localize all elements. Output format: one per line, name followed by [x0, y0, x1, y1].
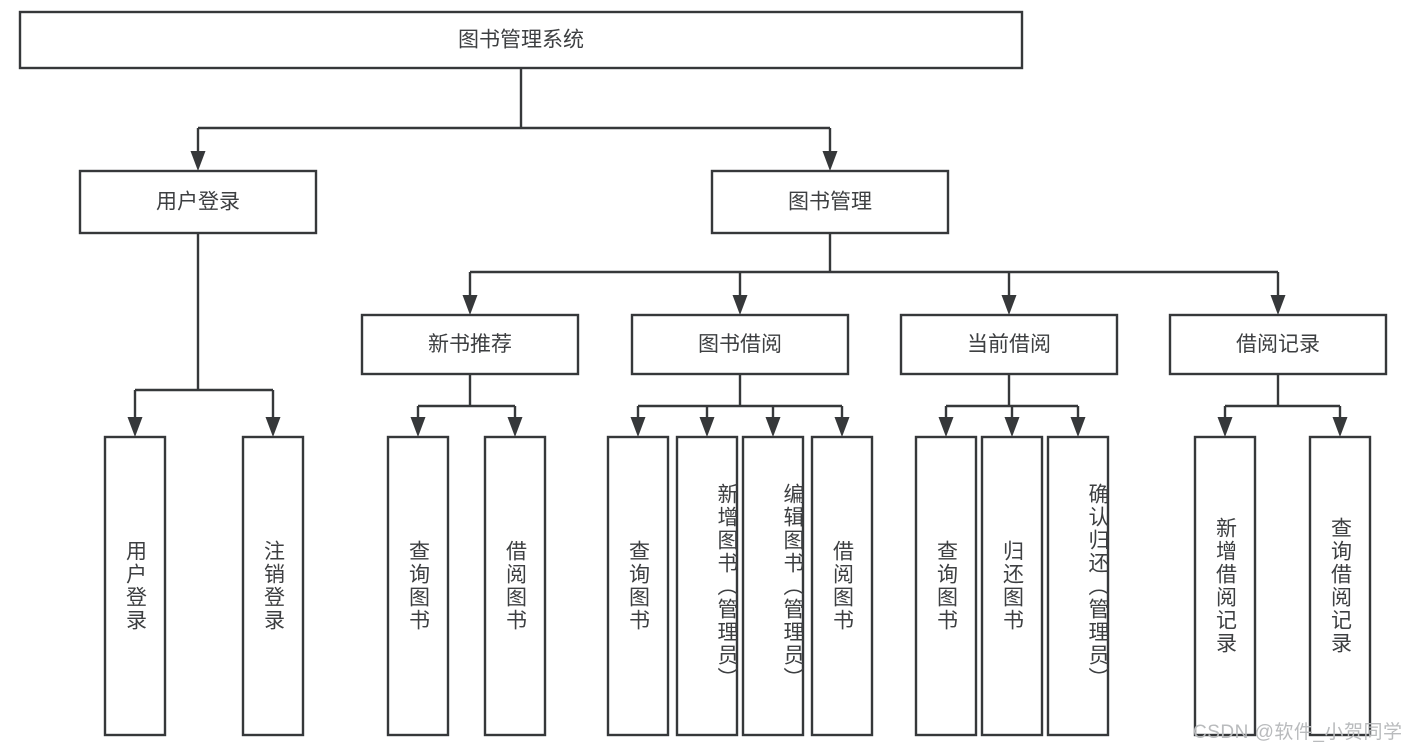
new-book-rec-arrow-1 — [507, 417, 523, 437]
node-box-current-borrow[interactable] — [899, 313, 1119, 376]
book-borrow-arrow-1 — [699, 417, 715, 437]
connector-layer — [127, 68, 1348, 437]
book-manage-arrow-1 — [732, 295, 748, 315]
new-book-rec-arrow-0 — [410, 417, 426, 437]
node-label-borrow-record: 借阅记录 — [1236, 333, 1320, 356]
node-box-leaf-borrow-book-rec[interactable] — [483, 435, 547, 737]
borrow-record-arrow-1 — [1332, 417, 1348, 437]
node-box-leaf-add-book[interactable] — [675, 435, 739, 737]
current-borrow-arrow-2 — [1070, 417, 1086, 437]
node-box-book-borrow[interactable] — [630, 313, 850, 376]
node-label-root: 图书管理系统 — [458, 29, 584, 52]
node-box-layer — [18, 10, 1388, 737]
node-box-leaf-query-book-cur[interactable] — [914, 435, 978, 737]
node-box-leaf-query-record[interactable] — [1308, 435, 1372, 737]
node-label-new-book-rec: 新书推荐 — [428, 333, 512, 356]
node-box-leaf-edit-book[interactable] — [741, 435, 805, 737]
node-box-root[interactable] — [18, 10, 1024, 70]
node-box-book-manage[interactable] — [710, 169, 950, 235]
node-box-borrow-record[interactable] — [1168, 313, 1388, 376]
node-label-user-login: 用户登录 — [156, 191, 240, 214]
node-box-leaf-logout[interactable] — [241, 435, 305, 737]
node-box-leaf-borrow-book[interactable] — [810, 435, 874, 737]
node-box-user-login[interactable] — [78, 169, 318, 235]
node-box-leaf-return-book[interactable] — [980, 435, 1044, 737]
book-borrow-arrow-0 — [630, 417, 646, 437]
node-label-book-manage: 图书管理 — [788, 191, 872, 214]
node-box-new-book-rec[interactable] — [360, 313, 580, 376]
node-label-current-borrow: 当前借阅 — [967, 333, 1051, 356]
current-borrow-arrow-0 — [938, 417, 954, 437]
user-login-arrow-0 — [127, 417, 143, 437]
book-borrow-arrow-3 — [834, 417, 850, 437]
user-login-arrow-1 — [265, 417, 281, 437]
borrow-record-arrow-0 — [1217, 417, 1233, 437]
node-label-book-borrow: 图书借阅 — [698, 333, 782, 356]
book-manage-arrow-0 — [462, 295, 478, 315]
node-box-leaf-user-login[interactable] — [103, 435, 167, 737]
current-borrow-arrow-1 — [1004, 417, 1020, 437]
node-box-leaf-confirm-return[interactable] — [1046, 435, 1110, 737]
book-manage-arrow-2 — [1001, 295, 1017, 315]
node-box-leaf-add-record[interactable] — [1193, 435, 1257, 737]
book-manage-arrow-3 — [1270, 295, 1286, 315]
node-box-leaf-query-book[interactable] — [606, 435, 670, 737]
csdn-watermark: CSDN @软件_小贺同学 — [1193, 722, 1403, 743]
node-box-leaf-query-book-rec[interactable] — [386, 435, 450, 737]
root-arrow-1 — [822, 151, 838, 171]
book-borrow-arrow-2 — [765, 417, 781, 437]
root-arrow-0 — [190, 151, 206, 171]
